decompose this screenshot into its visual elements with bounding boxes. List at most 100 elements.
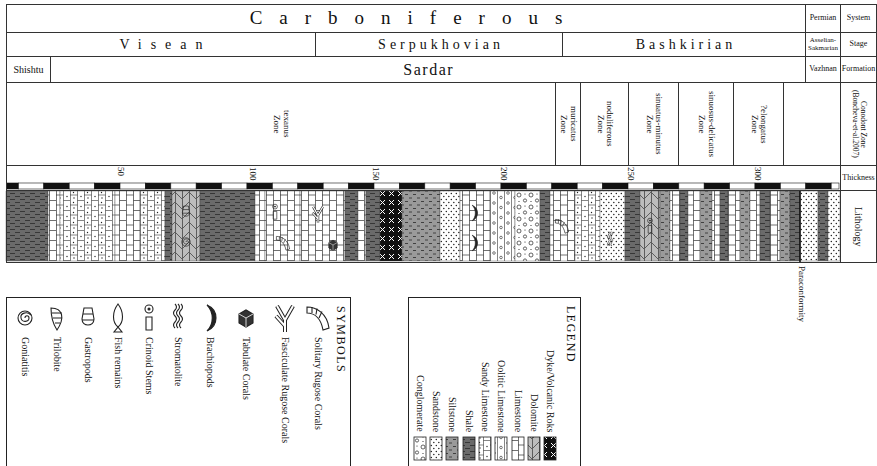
legend-text: Conglomerate: [415, 375, 426, 432]
icon-stroke: [274, 206, 275, 207]
legend-text: Sandstone: [431, 391, 442, 432]
legend-text: Brachiopods: [205, 337, 216, 388]
lithology-bed: [172, 191, 200, 261]
icon-stroke: [313, 207, 323, 223]
icon-stroke: [145, 305, 153, 313]
cell-label: Stage: [850, 40, 868, 49]
lithology-bed: [750, 191, 760, 261]
conodont-zone-cell: muricatus Zone: [555, 82, 581, 166]
scale-segment: [501, 183, 526, 189]
formation-cell: Vazhnan: [805, 56, 841, 83]
icon-stroke: [648, 218, 653, 223]
fossil-symbol: [276, 236, 289, 250]
lithology-bed: [200, 191, 255, 261]
fossil-symbol: [607, 232, 612, 246]
lithology-bed: [800, 191, 818, 261]
cell-label: Carboniferous: [233, 8, 580, 29]
legend-text: Fish remains: [113, 337, 124, 388]
icon-stroke: [307, 307, 329, 330]
fossil-symbol: [307, 307, 329, 330]
scale-number: 150: [370, 167, 380, 181]
legend-text: Tabulate Corals: [241, 337, 252, 400]
scale-segment: [476, 183, 501, 189]
row-heading: System: [840, 4, 877, 33]
legend-swatch: [446, 437, 458, 460]
conodont-zone-cell: texanus Zone: [6, 82, 556, 166]
cell-label: Conodont Zone (Boncheva-et-al.2007): [850, 85, 867, 164]
lithology-bed: [770, 191, 780, 261]
cell-label: sinuatus-minutus Zone: [644, 86, 664, 163]
icon-stroke: [18, 311, 32, 325]
cell-label: Asselian-Sakmarian: [807, 37, 839, 52]
lithology-bed: [115, 191, 140, 261]
legend-swatch: [495, 437, 507, 460]
icon-stroke: [82, 308, 94, 325]
lithology-bed: [140, 191, 165, 261]
fossil-symbol: [18, 311, 32, 325]
legend-text: Gastropods: [83, 337, 94, 383]
icon-stroke: [82, 314, 94, 320]
scale-segment: [831, 183, 839, 189]
icon-stroke: [279, 236, 285, 243]
lithology-bed: [165, 191, 172, 261]
cell-label: noduliferous Zone: [595, 98, 615, 150]
legend-swatch: [463, 437, 475, 460]
scale-number: 250: [625, 167, 635, 181]
lithology-bed: [740, 191, 750, 261]
row-heading: Lithology: [840, 190, 877, 263]
cell-label: Permian: [810, 14, 837, 23]
lithology-bed: [540, 191, 550, 261]
scale-segment: [603, 183, 628, 189]
fossil-symbol: [648, 218, 653, 233]
scale-segment: [298, 183, 323, 189]
cell-label: Thickness: [842, 174, 874, 183]
scale-number: 300: [752, 167, 762, 181]
paraconformity-line: [799, 190, 801, 262]
lithology-bed: [828, 191, 840, 261]
icon-stroke: [207, 305, 216, 331]
lithology-bed: [660, 191, 670, 261]
stage-cell: Asselian-Sakmarian: [805, 32, 841, 57]
cell-label: Vazhnan: [809, 65, 837, 74]
legend-text: Trilobite: [52, 337, 63, 372]
fossil-symbol: [276, 306, 293, 332]
icon-stroke: [472, 235, 477, 251]
icon-stroke: [239, 310, 253, 327]
lithology-bed: [402, 191, 440, 261]
lithology-bed: [300, 191, 345, 261]
scale-segment: [44, 183, 69, 189]
icon-stroke: [174, 304, 183, 328]
cell-label: Shishtu: [13, 64, 43, 75]
icon-stroke: [648, 225, 652, 233]
scale-segment: [171, 183, 196, 189]
cell-label: ?elongatus Zone: [749, 101, 769, 147]
icon-stroke: [329, 240, 337, 250]
lithology-bed: [700, 191, 712, 261]
scale-segment: [806, 183, 831, 189]
row-heading: Thickness: [840, 165, 877, 191]
legend-swatch: [414, 437, 426, 460]
fossil-symbol: [472, 235, 477, 251]
fossil-symbol: [472, 205, 477, 221]
stage-cell: Bashkirian: [562, 32, 806, 57]
legend-title: LEGEND: [564, 304, 577, 363]
icon-stroke: [649, 220, 650, 221]
cell-label: System: [847, 14, 871, 23]
fossil-symbol: [182, 206, 189, 216]
conodont-zone-cell: sinuatus-minutus Zone: [628, 82, 679, 166]
row-heading: Formation: [840, 56, 877, 83]
legend-text: Oolitic Limestone: [496, 360, 507, 433]
cell-label: muricatus Zone: [558, 102, 578, 146]
lithology-bed: [460, 191, 490, 261]
legend-text: Limestone: [513, 390, 524, 432]
scale-segment: [399, 183, 424, 189]
lithology-bed: [6, 191, 48, 261]
cell-label: Lithology: [853, 207, 864, 246]
icon-stroke: [51, 308, 62, 330]
icon-stroke: [273, 211, 277, 219]
formation-cell: Sardar: [50, 56, 806, 83]
lithology-bed: [780, 191, 790, 261]
legend-text: Siltstone: [447, 397, 458, 432]
lithology-bed: [790, 191, 800, 261]
